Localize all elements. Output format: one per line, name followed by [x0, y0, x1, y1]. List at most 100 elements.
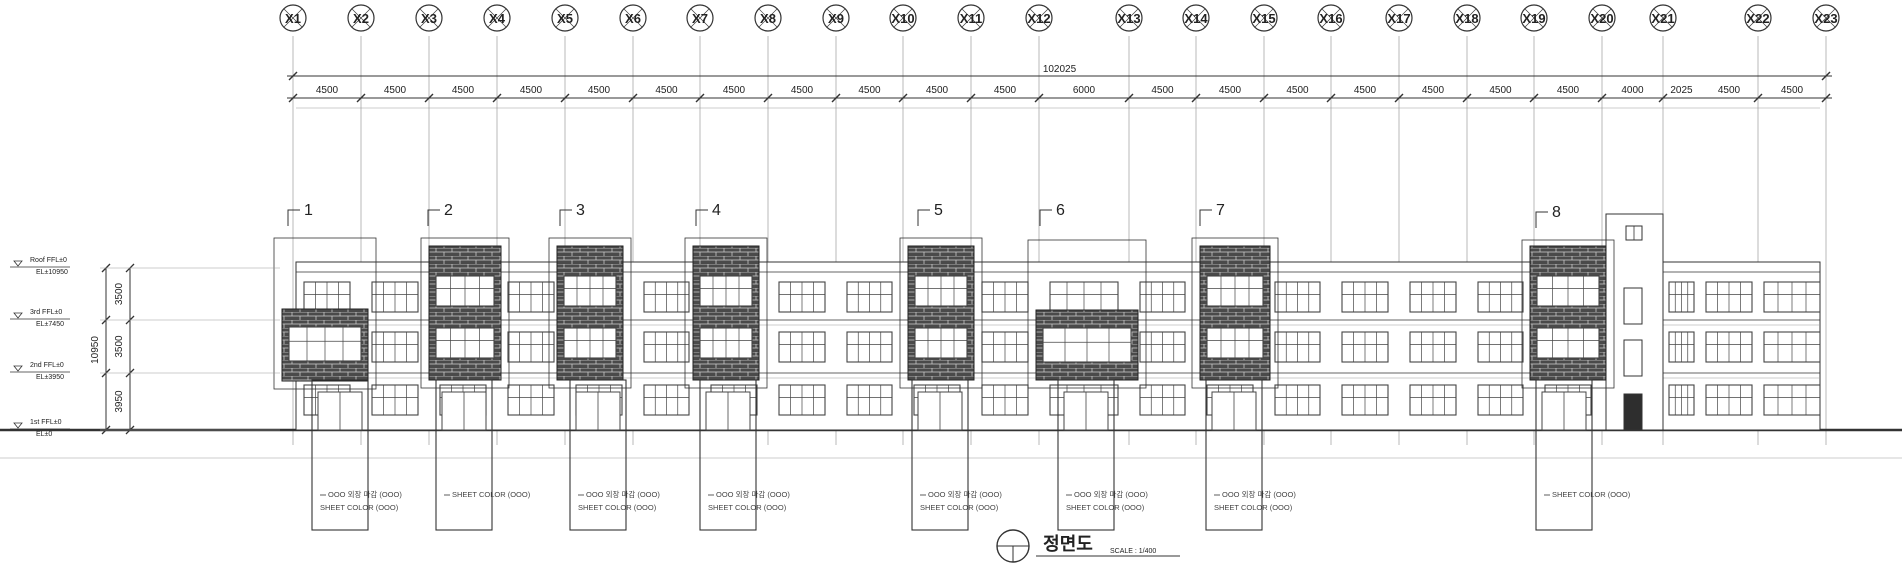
annotation-layer: OOO 외장 마감 (OOO) SHEET COLOR (OOO) SHEET CO… [311, 379, 1631, 531]
level-marker: Roof FFL±0EL±10950 [10, 257, 70, 276]
window [563, 327, 617, 359]
grid-label: X21 [1651, 11, 1674, 26]
spacing-dimension: 4500 [1718, 85, 1741, 96]
window [846, 331, 893, 363]
spacing-dimension: 4500 [858, 85, 881, 96]
level-elevation: EL±3950 [36, 374, 64, 381]
window [1206, 327, 1264, 359]
window [371, 281, 419, 313]
window [507, 384, 555, 416]
panel-leader [695, 209, 708, 226]
window [1705, 331, 1753, 363]
spacing-dimension: 4500 [384, 85, 407, 96]
grid-label: X4 [489, 11, 506, 26]
grid-bubble-cross [826, 8, 846, 28]
window [1763, 331, 1821, 363]
grid-bubble-cross [419, 8, 439, 28]
panel-leader [1199, 209, 1212, 226]
grid-bubble-cross [1592, 8, 1612, 28]
panel-leader [287, 209, 300, 226]
window [303, 281, 351, 313]
brick-cladding [428, 245, 502, 381]
note-line-2: SHEET COLOR (OOO) [320, 503, 399, 512]
spacing-dimension: 2025 [1670, 85, 1693, 96]
window [699, 327, 753, 359]
spacing-dimension: 4500 [588, 85, 611, 96]
level-marker: 3rd FFL±0EL±7450 [10, 309, 70, 328]
panel-number: 3 [576, 202, 585, 219]
note-line-1: OOO 외장 마감 (OOO) [1222, 489, 1296, 499]
overall-dimension: 102025 [1043, 64, 1077, 75]
note-callout: OOO 외장 마감 (OOO) SHEET COLOR (OOO) [1205, 379, 1296, 531]
window [1536, 327, 1600, 359]
grid-bubble-cross [1457, 8, 1477, 28]
grid-bubble-cross [623, 8, 643, 28]
grid-label: X12 [1027, 11, 1050, 26]
dim-tick [356, 93, 366, 103]
panel-leader [1039, 209, 1052, 226]
level-marker: 1st FFL±0EL±0 [10, 419, 70, 438]
note-line-2: SHEET COLOR (OOO) [920, 503, 999, 512]
dim-tick [560, 93, 570, 103]
window [1763, 281, 1821, 313]
panel-number: 6 [1056, 202, 1065, 219]
level-name: 3rd FFL±0 [30, 309, 62, 316]
grid-bubble-cross [351, 8, 371, 28]
dimension-layer: 102025 4500 4500 4500 4500 4500 4500 4500 4500 45… [287, 64, 1832, 109]
spacing-dimension: 4500 [1286, 85, 1309, 96]
grid-label: X10 [891, 11, 914, 26]
panel-leader [917, 209, 930, 226]
spacing-dimension: 4500 [452, 85, 475, 96]
grid-bubble-cross [1186, 8, 1206, 28]
note-callout: SHEET COLOR (OOO) [435, 379, 531, 531]
spacing-dimension: 4500 [1489, 85, 1512, 96]
grid-bubble-cross [555, 8, 575, 28]
vertical-dimension: 3500 [114, 282, 125, 305]
grid-label: X5 [557, 11, 573, 26]
brick-cladding [692, 245, 760, 381]
level-elevation: EL±7450 [36, 321, 64, 328]
panel-number: 1 [304, 202, 313, 219]
dim-tick [1753, 93, 1763, 103]
window [1409, 281, 1457, 313]
grid-bubble-cross [758, 8, 778, 28]
note-callout: OOO 외장 마감 (OOO)SHEET COLOR (OOO) [1057, 379, 1148, 531]
level-triangle [13, 312, 23, 319]
brick-cladding [1199, 245, 1271, 381]
spacing-dimension: 4500 [1219, 85, 1242, 96]
note-line-2: SHEET COLOR (OOO) [1214, 503, 1293, 512]
grid-bubble-cross [893, 8, 913, 28]
dim-tick [898, 93, 908, 103]
level-name: Roof FFL±0 [30, 257, 67, 264]
grid-label: X18 [1455, 11, 1478, 26]
dim-tick [1326, 93, 1336, 103]
dim-tick [1597, 93, 1607, 103]
note-line-1: SHEET COLOR (OOO) [1552, 490, 1631, 499]
grid-label: X6 [625, 11, 641, 26]
spacing-dimension: 4500 [1781, 85, 1804, 96]
level-name: 2nd FFL±0 [30, 362, 64, 369]
level-triangle [13, 260, 23, 267]
dim-tick [1259, 93, 1269, 103]
window [563, 275, 617, 307]
brick-cladding [556, 245, 624, 381]
level-triangle [13, 422, 23, 429]
dim-tick [1462, 93, 1472, 103]
note-callout: SHEET COLOR (OOO) [1535, 379, 1631, 531]
window [1274, 281, 1321, 313]
grid-bubble-cross [1119, 8, 1139, 28]
panel-number: 4 [712, 202, 721, 219]
window [981, 384, 1029, 416]
window [643, 331, 690, 363]
dim-tick [1124, 93, 1134, 103]
note-callout: OOO 외장 마감 (OOO)SHEET COLOR (OOO) [569, 379, 660, 531]
window [371, 331, 419, 363]
spacing-dimension: 4500 [520, 85, 543, 96]
window [643, 281, 690, 313]
grid-bubble-cross [1748, 8, 1768, 28]
grid-label: X14 [1184, 11, 1208, 26]
grid-label: X22 [1746, 11, 1769, 26]
window [981, 331, 1029, 363]
vertical-dimension: 3950 [114, 390, 125, 413]
